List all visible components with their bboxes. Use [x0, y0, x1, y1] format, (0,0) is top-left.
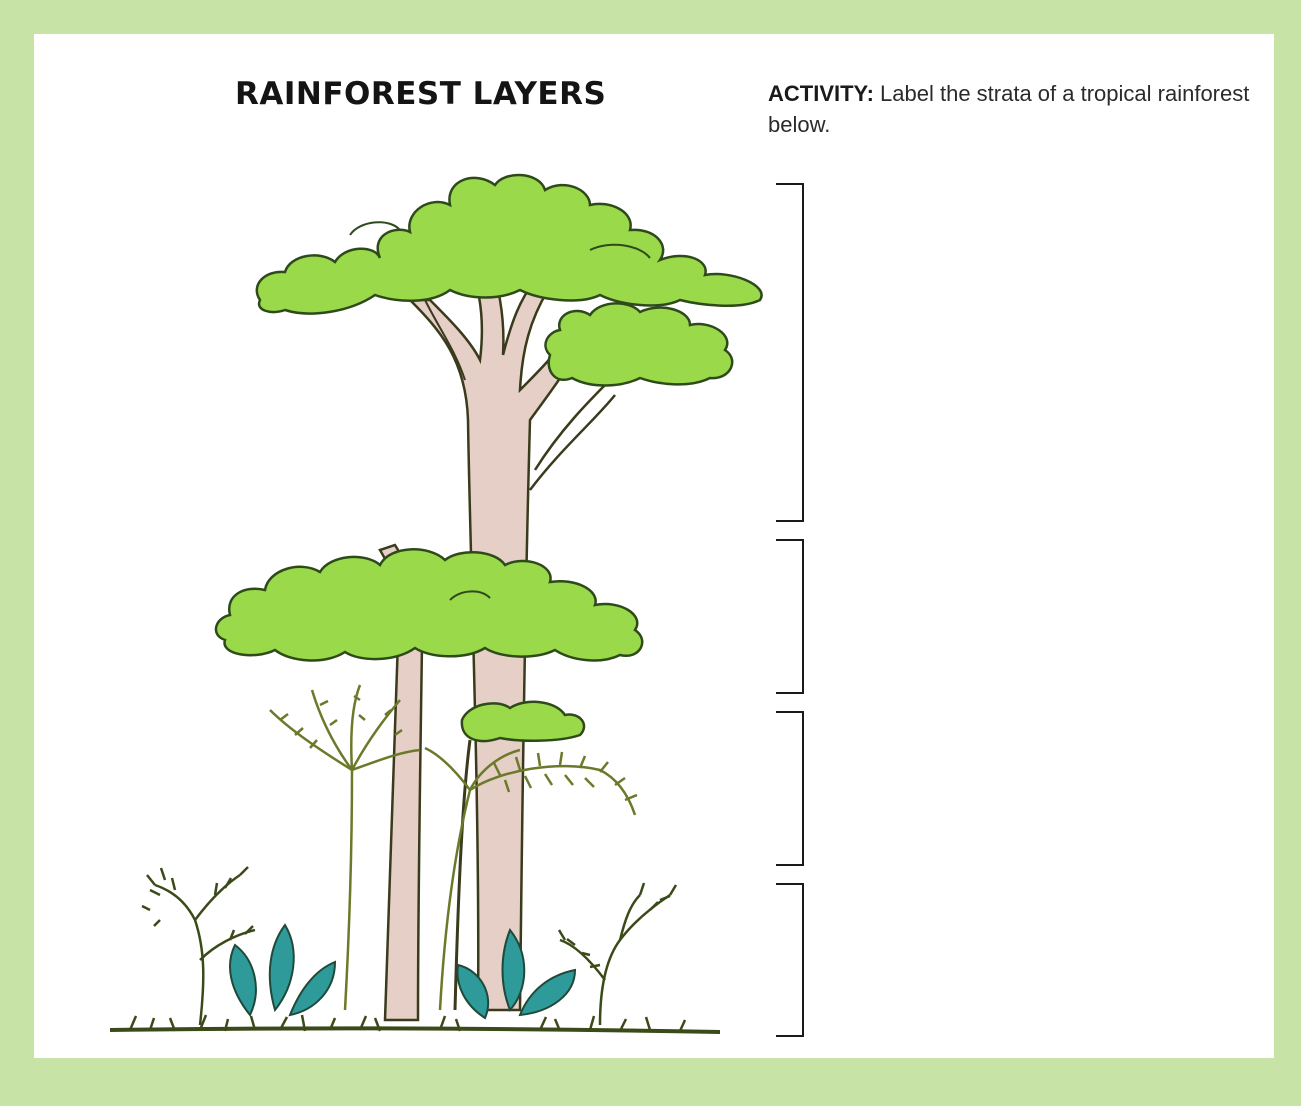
activity-instructions: ACTIVITY: Label the strata of a tropical…: [768, 78, 1268, 140]
bracket-forest-floor-layer: [776, 884, 803, 1036]
floor-shrub-right: [559, 883, 676, 1025]
layer-brackets: [740, 170, 820, 1050]
activity-label: ACTIVITY:: [768, 81, 874, 106]
bracket-understory-layer: [776, 712, 803, 865]
floor-shrub-left: [142, 867, 255, 1025]
rainforest-illustration: [34, 34, 774, 1058]
floor-teal-leaves-left: [230, 925, 335, 1015]
bracket-canopy-layer: [776, 540, 803, 693]
bracket-emergent-layer: [776, 184, 803, 521]
